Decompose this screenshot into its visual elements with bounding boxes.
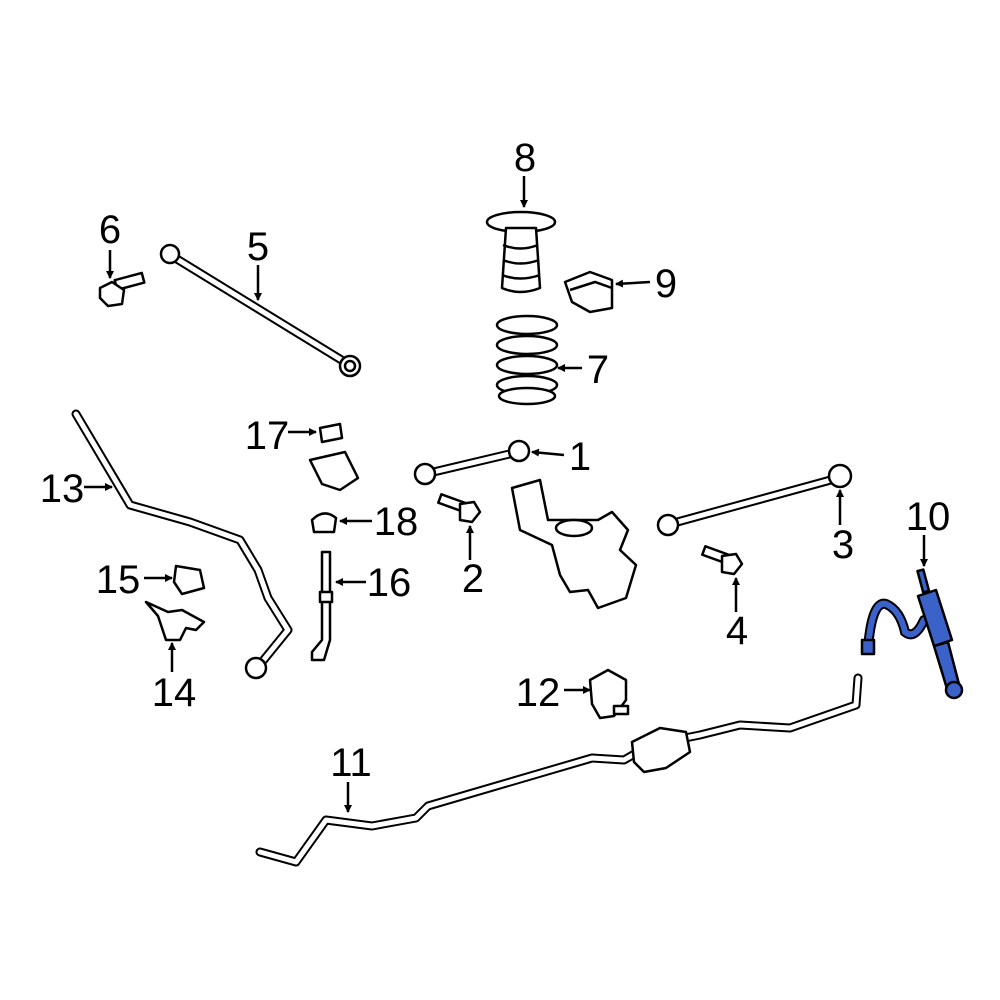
part-14-bracket[interactable] bbox=[144, 600, 206, 642]
callout-13[interactable]: 13 bbox=[40, 467, 85, 511]
callout-6[interactable]: 6 bbox=[99, 208, 121, 252]
part-5-lateral-link[interactable] bbox=[159, 243, 362, 378]
callout-8[interactable]: 8 bbox=[514, 136, 536, 180]
part-1-upper-control-arm[interactable] bbox=[413, 439, 531, 486]
callout-14[interactable]: 14 bbox=[152, 671, 197, 715]
part-13-stabilizer-bar[interactable] bbox=[71, 409, 293, 680]
axle-bracket bbox=[510, 478, 638, 610]
part-11-brake-line[interactable] bbox=[255, 673, 863, 867]
part-18-bushing[interactable] bbox=[310, 512, 338, 534]
part-3-lower-control-arm[interactable] bbox=[656, 463, 853, 537]
part-6-bolt[interactable] bbox=[98, 271, 146, 308]
callout-15[interactable]: 15 bbox=[96, 558, 141, 602]
part-16-stabilizer-link[interactable] bbox=[310, 550, 334, 662]
part-9-insulator[interactable] bbox=[563, 270, 614, 314]
callout-18[interactable]: 18 bbox=[374, 500, 419, 544]
stabilizer-bracket bbox=[308, 450, 360, 492]
part-17-bushing[interactable] bbox=[318, 422, 344, 444]
callout-17[interactable]: 17 bbox=[245, 414, 290, 458]
callout-3[interactable]: 3 bbox=[832, 523, 854, 567]
callout-9[interactable]: 9 bbox=[655, 262, 677, 306]
callout-5[interactable]: 5 bbox=[247, 225, 269, 269]
callout-arrows bbox=[84, 176, 928, 813]
callout-10[interactable]: 10 bbox=[906, 495, 951, 539]
part-10-shock-absorber[interactable] bbox=[860, 568, 964, 700]
part-12-bracket[interactable] bbox=[588, 668, 630, 720]
callout-2[interactable]: 2 bbox=[462, 557, 484, 601]
callout-11[interactable]: 11 bbox=[330, 741, 372, 785]
callout-16[interactable]: 16 bbox=[367, 561, 412, 605]
part-2-bolt[interactable] bbox=[437, 492, 482, 524]
callout-1[interactable]: 1 bbox=[569, 435, 591, 479]
callout-7[interactable]: 7 bbox=[587, 348, 609, 392]
part-15-bushing[interactable] bbox=[172, 564, 206, 596]
callout-labels: 1 2 3 4 5 6 7 8 9 10 11 12 13 14 15 16 1… bbox=[40, 136, 951, 785]
callout-4[interactable]: 4 bbox=[726, 609, 748, 653]
part-4-bolt[interactable] bbox=[701, 544, 744, 576]
part-8-bump-stop[interactable] bbox=[485, 210, 557, 294]
callout-12[interactable]: 12 bbox=[516, 671, 561, 715]
part-7-coil-spring[interactable] bbox=[495, 314, 559, 406]
